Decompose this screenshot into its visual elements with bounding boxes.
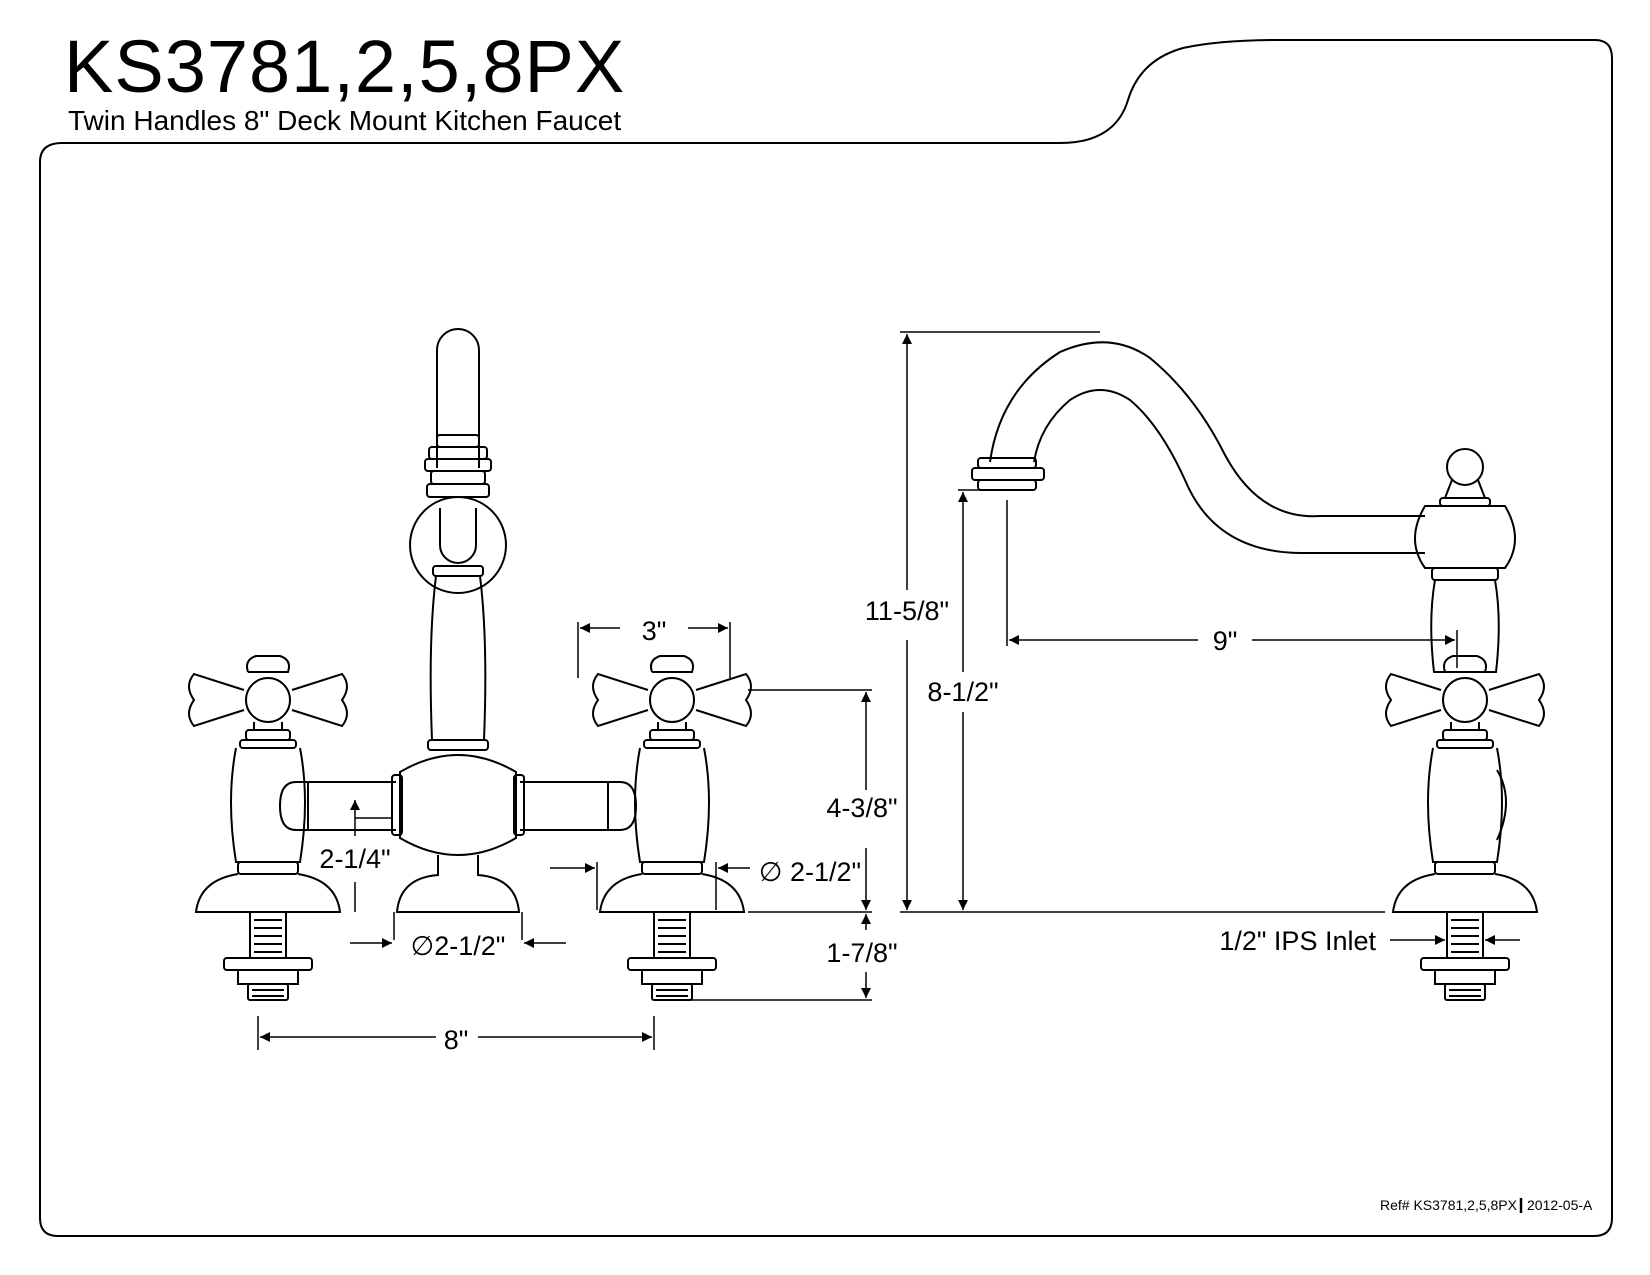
side-view-dimensions [900,331,1520,945]
revision-code: 2012-05-A [1527,1197,1593,1213]
side-view-faucet [971,341,1545,1001]
dimension-label-handle-spacing: 3" [642,616,667,646]
front-view-dimensions [257,622,872,1050]
dimension-label-overall-height: 11-5/8" [865,596,949,626]
drawing-title: KS3781,2,5,8PX [64,25,626,108]
front-view-spout [278,328,638,913]
dimension-label-shank-length: 1-7/8" [826,938,897,968]
dimension-label-handle-height: 4-3/8" [826,793,897,823]
dimension-label-center-spread: 8" [444,1025,469,1055]
drawing-subtitle: Twin Handles 8" Deck Mount Kitchen Fauce… [68,105,622,136]
dimension-label-spout-reach: 9" [1213,626,1238,656]
reference-number: Ref# KS3781,2,5,8PX [1380,1197,1518,1213]
dimension-label-inlet: 1/2" IPS Inlet [1219,926,1376,956]
dimension-label-spout-height: 8-1/2" [927,677,998,707]
dimension-label-base-diameter-left: ∅2-1/2" [411,931,506,961]
dimension-label-spout-base-height: 2-1/4" [319,844,390,874]
front-view-left-handle [188,655,348,1001]
front-view-right-handle [592,655,752,1001]
dimension-label-base-diameter-right: ∅ 2-1/2" [759,857,861,887]
sheet-border [39,39,1613,1237]
